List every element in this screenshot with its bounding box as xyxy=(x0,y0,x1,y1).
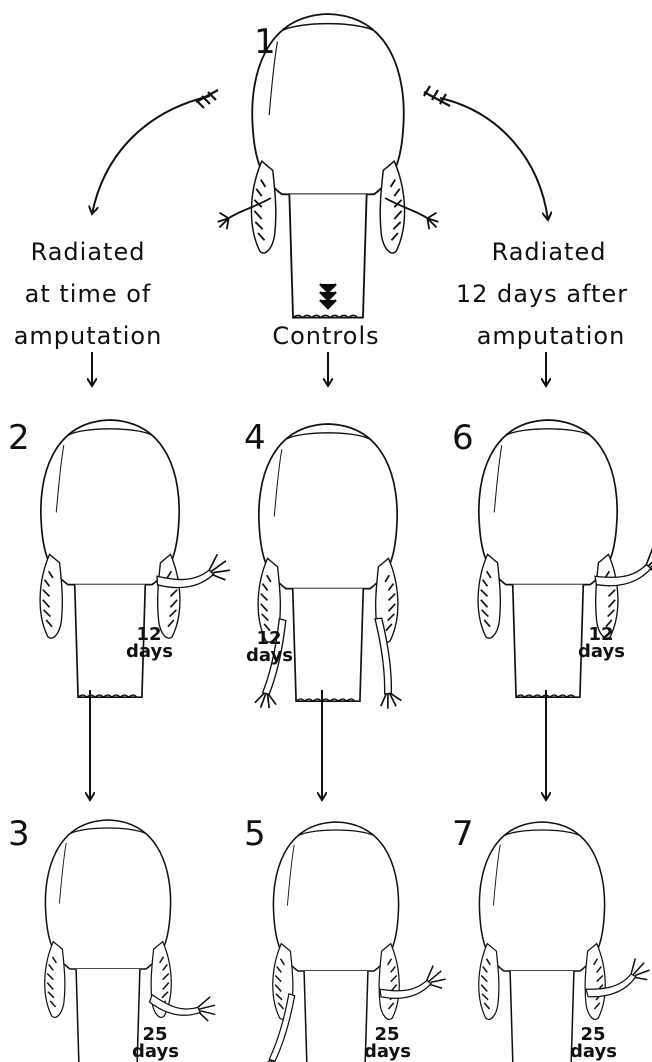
tadpole-stage-7 xyxy=(479,822,652,1062)
tadpole-stage-5 xyxy=(261,822,448,1062)
day-unit: days xyxy=(570,1043,616,1060)
stage-number-6: 6 xyxy=(452,418,474,458)
day-label-stage-3: 25 days xyxy=(132,1026,178,1060)
stage-number-3: 3 xyxy=(8,814,30,854)
tadpole-stage-1 xyxy=(218,14,439,318)
stage-number-2: 2 xyxy=(8,418,30,458)
feather-right-icon xyxy=(424,86,450,106)
caption-left-line-3: amputation xyxy=(8,322,168,350)
caption-left-line-2: at time of xyxy=(8,280,168,308)
day-label-stage-5: 25 days xyxy=(364,1026,410,1060)
stage-number-5: 5 xyxy=(244,814,266,854)
caption-center-line-1: Controls xyxy=(246,322,406,350)
stage-number-7: 7 xyxy=(452,814,474,854)
day-unit: days xyxy=(578,643,624,660)
caption-left-line-1: Radiated xyxy=(8,238,168,266)
day-label-stage-4: 12 days xyxy=(246,630,292,664)
caption-right-line-1: Radiated xyxy=(468,238,630,266)
arrow-left-curve xyxy=(92,96,210,214)
day-unit: days xyxy=(132,1043,178,1060)
tadpole-stage-6 xyxy=(478,420,652,697)
tadpole-stage-4 xyxy=(254,424,402,711)
day-label-stage-2: 12 days xyxy=(126,626,172,660)
caption-right-line-3: amputation xyxy=(470,322,632,350)
caption-right-line-2: 12 days after xyxy=(444,280,640,308)
day-unit: days xyxy=(246,647,292,664)
day-label-stage-6: 12 days xyxy=(578,626,624,660)
stage-number-1: 1 xyxy=(254,22,276,62)
stage-number-4: 4 xyxy=(244,418,266,458)
day-unit: days xyxy=(126,643,172,660)
arrow-right-curve xyxy=(440,98,548,220)
day-unit: days xyxy=(364,1043,410,1060)
day-label-stage-7: 25 days xyxy=(570,1026,616,1060)
